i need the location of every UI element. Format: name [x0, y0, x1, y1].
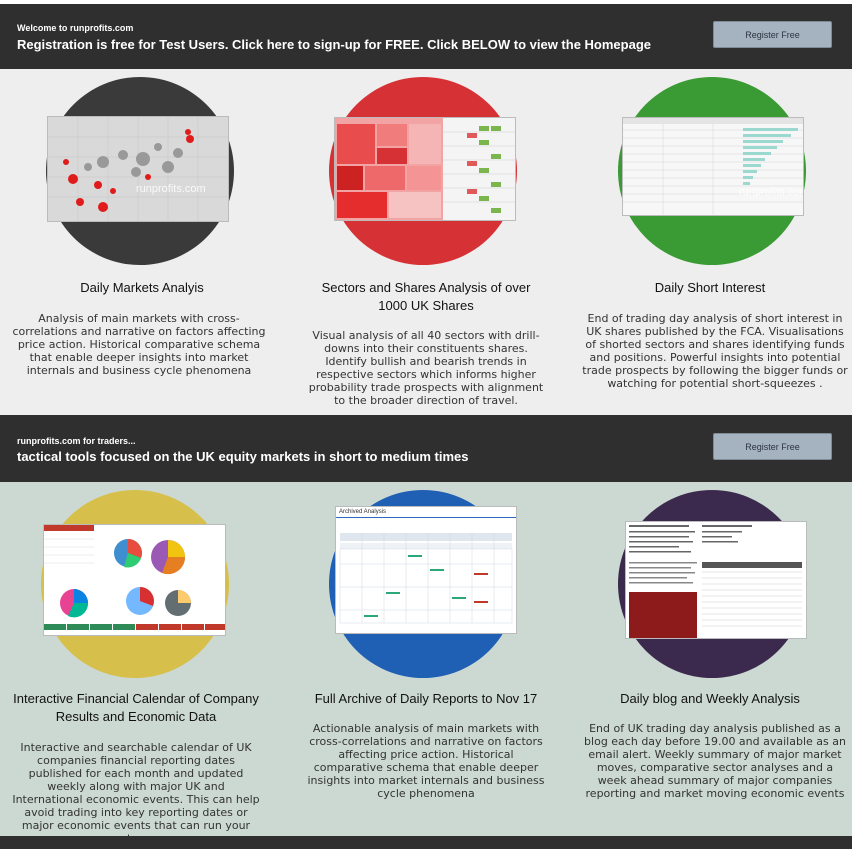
- card-title[interactable]: Daily Markets Analyis: [80, 280, 204, 295]
- card-title[interactable]: Sectors and Shares Analysis of over 1000…: [321, 280, 531, 313]
- archive-calendar-image: [336, 517, 516, 624]
- banner-registration-link[interactable]: Registration is free for Test Users. Cli…: [17, 37, 651, 52]
- card-title[interactable]: Full Archive of Daily Reports to Nov 17: [314, 691, 538, 706]
- card-description: Visual analysis of all 40 sectors with d…: [308, 329, 544, 407]
- card-description: Analysis of main markets with cross-corr…: [12, 312, 266, 377]
- features-section-bottom: Interactive Financial Calendar of Compan…: [0, 482, 852, 845]
- chart-thumbnail[interactable]: runprofits.com: [47, 116, 229, 222]
- table-thumbnail[interactable]: runprofits.com: [622, 117, 804, 216]
- treemap-image: [335, 118, 515, 220]
- card-short-interest[interactable]: runprofits.com Daily Short Interest End …: [568, 69, 852, 415]
- card-description: Actionable analysis of main markets with…: [307, 722, 545, 800]
- archive-shot-title: Archived Analysis: [339, 509, 387, 515]
- card-title[interactable]: Daily Short Interest: [654, 280, 766, 295]
- watermark-text: runprofits.com: [739, 186, 804, 198]
- footer-bar: [0, 836, 852, 849]
- register-free-button[interactable]: Register Free: [713, 21, 832, 48]
- card-daily-markets[interactable]: runprofits.com Daily Markets Analyis Ana…: [0, 69, 284, 415]
- card-sectors-shares[interactable]: Sectors and Shares Analysis of over 1000…: [284, 69, 568, 415]
- card-title[interactable]: Daily blog and Weekly Analysis: [620, 691, 800, 706]
- card-description: End of trading day analysis of short int…: [582, 312, 848, 390]
- card-title[interactable]: Interactive Financial Calendar of Compan…: [13, 691, 259, 724]
- card-description: Interactive and searchable calendar of U…: [12, 741, 260, 845]
- card-daily-blog[interactable]: Daily blog and Weekly Analysis End of UK…: [568, 482, 852, 836]
- banner-welcome-text: Welcome to runprofits.com: [17, 23, 134, 33]
- watermark-text: runprofits.com: [136, 183, 206, 195]
- card-full-archive[interactable]: Archived Analysis: [284, 482, 568, 836]
- top-banner[interactable]: Welcome to runprofits.com Registration i…: [0, 4, 852, 69]
- banner-traders-text: runprofits.com for traders...: [17, 436, 136, 446]
- banner-tagline: tactical tools focused on the UK equity …: [17, 449, 469, 464]
- register-free-button[interactable]: Register Free: [713, 433, 832, 460]
- traders-banner[interactable]: runprofits.com for traders... tactical t…: [0, 415, 852, 482]
- features-section-top: runprofits.com Daily Markets Analyis Ana…: [0, 69, 852, 415]
- archive-thumbnail[interactable]: Archived Analysis: [335, 506, 517, 634]
- short-interest-table-image: [623, 118, 803, 215]
- treemap-thumbnail[interactable]: [334, 117, 516, 221]
- calendar-pies-image: [44, 525, 225, 635]
- card-description: End of UK trading day analysis published…: [584, 722, 846, 800]
- calendar-thumbnail[interactable]: [43, 524, 226, 636]
- scatter-chart-image: [48, 117, 228, 221]
- blog-page-image: [626, 522, 806, 638]
- card-financial-calendar[interactable]: Interactive Financial Calendar of Compan…: [0, 482, 284, 845]
- blog-thumbnail[interactable]: [625, 521, 807, 639]
